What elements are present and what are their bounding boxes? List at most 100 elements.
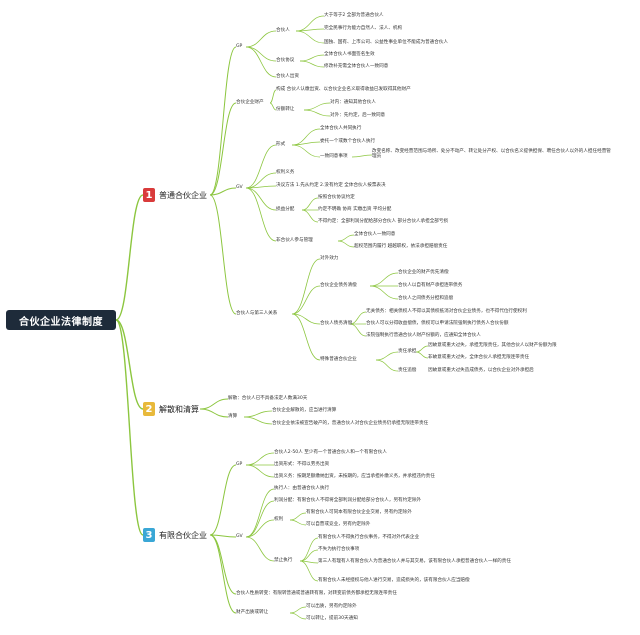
node[interactable]: 非合伙人参与管理 [276,238,313,243]
node[interactable]: 执行人：由普通合伙人执行 [274,486,330,491]
node[interactable]: 因故意或重大过失造成债务，以合伙企业对外承担后 [428,368,534,373]
node[interactable]: 合伙企业财产 [236,100,264,105]
node[interactable]: 按照合伙协议约定 [318,195,355,200]
branch-number-badge: 3 [143,528,155,542]
node[interactable]: 可以出质，另有约定除外 [306,604,357,609]
node[interactable]: 禁止执行 [274,558,293,563]
node[interactable]: 决议方法 1.先从约定 2.没有约定 全体合伙人按票表决 [276,183,386,188]
connector [245,536,275,562]
connector [209,46,237,196]
connector [245,452,275,466]
node[interactable]: 改变名称、改变经营范围与场所、处分不动产、转让处分产权、以合伙名义提供担保、聘任… [372,149,611,160]
node[interactable]: 解散：合伙人已不具备法定人数满30天 [228,396,308,401]
node[interactable]: 形式 [276,142,286,147]
node[interactable]: 合伙人 [276,28,290,33]
connector [245,187,277,242]
node[interactable]: 责任承担 [398,349,417,354]
node[interactable]: 合伙人2-50人 至少有一个普通合伙人和一个有限合伙人 [274,450,387,455]
node[interactable]: 合伙企业解散的，应当进行清算 [272,408,337,413]
node[interactable]: 有限合伙人可同本有限合伙企业交易，另有约定除外 [306,510,412,515]
node[interactable]: 一致同意事项 [320,154,348,159]
node[interactable]: 超权范围内履行 越越职权，依法承担赔偿责任 [354,244,448,249]
node[interactable]: 合伙企业债务清偿 [320,283,357,288]
connector [289,519,307,526]
node[interactable]: 特殊普通合伙企业 [320,357,357,362]
connector [295,15,325,32]
node[interactable]: 清算 [228,414,238,419]
node[interactable]: 第三人有理有人有限合伙人为普通合伙人并与其交易，该有限合伙人承担普通合伙人一样的… [318,559,511,564]
node[interactable]: 因故意或重大过失，承担无限责任，其他合伙人以财产份额为限 [428,343,557,348]
node[interactable]: 权利 [274,517,284,522]
node[interactable]: 合伙人出资 [276,74,299,79]
root-node[interactable]: 合伙企业法律制度 [6,310,116,330]
node[interactable]: 构成 合伙人认缴出资、以合伙企业名义取得收益已发取得其他财产 [276,87,411,92]
connector [115,319,144,536]
connector [245,187,277,211]
node[interactable]: 合伙人与第三人关系 [236,311,278,316]
connector [245,144,277,189]
node[interactable]: 财产出质或转让 [236,610,269,615]
connector [245,46,277,78]
node[interactable]: 合伙人之间债务分担和追偿 [398,296,454,301]
node[interactable]: 全体合伙人共同执行 [320,126,362,131]
node[interactable]: 合伙人以自有财产承担连带债务 [398,283,463,288]
node[interactable]: GV [236,185,243,190]
node[interactable]: 合伙人债务清偿 [320,321,353,326]
connector [301,209,319,223]
node[interactable]: 约定不明确 协商 实缴出资 平均分配 [318,207,392,212]
branch-number-badge: 2 [143,402,155,416]
node[interactable]: 权利义务 [276,170,295,175]
node[interactable]: 可以转让，提前30天通知 [306,616,358,621]
branch-limited-partnership[interactable]: 3 有限合伙企业 [143,527,207,543]
node[interactable]: 有限合伙人未经授权与他人进行交易，造成损失的，该有限合伙人应当赔偿 [318,578,470,583]
node[interactable]: 合伙企业的财产优先清偿 [398,270,449,275]
node[interactable]: 全体合伙人一致同意 [354,232,396,237]
connector [415,345,429,353]
node[interactable]: 委托一个或数个合伙人执行 [320,139,376,144]
node[interactable]: 利润分配：有限合伙人不得将全部利润分配给部分合伙人，另有约定除外 [274,498,422,503]
node[interactable]: 对外效力 [320,256,339,261]
node[interactable]: 不得约定：全部利润分配给部分合伙人 部分合伙人承担全部亏损 [318,219,449,224]
connector [375,351,399,361]
node[interactable]: 损益分配 [276,207,295,212]
node[interactable]: 可以自营或竞业，另有约定除外 [306,522,371,527]
node[interactable]: 大于等于2 全部为普通合伙人 [324,13,384,18]
node[interactable]: 出资义务：按期足额缴纳出资，未按期的，应当承担补缴义务，并承担违约责任 [274,474,435,479]
node[interactable]: 责任追偿 [398,368,417,373]
connector [209,194,237,315]
connector [289,512,307,521]
connector [337,240,355,248]
node[interactable]: 份额转让 [276,107,295,112]
connector [303,109,331,117]
node[interactable]: 有限合伙人不得执行合伙事务，不得对外代表企业 [318,535,420,540]
connector [415,351,429,359]
connector [199,398,229,410]
branch-general-partnership[interactable]: 1 普通合伙企业 [143,187,207,203]
connector [351,154,373,158]
connector [291,313,321,361]
node[interactable]: 合伙人性质转变：有限转普通或普通转有限，对转变前债务都承担无限连带责任 [236,591,397,596]
node[interactable]: 完全民事行为能力自然人、法人、机构 [324,26,403,31]
connector [291,285,321,315]
node[interactable]: GP [236,462,243,467]
node[interactable]: 修改补充需全体合伙人一致同意 [324,64,389,69]
connector [375,359,399,372]
connector [245,464,275,478]
branch-dissolution[interactable]: 2 解散和清算 [143,401,199,417]
node[interactable]: 合伙企业依法被宣告破产的，普通合伙人对合伙企业债务仍承担无限连带责任 [272,421,429,426]
node[interactable]: GP [236,44,243,49]
node[interactable]: 合伙人可以分得收益偿债，债权可以申请法院强制执行债务人合伙份额 [366,321,509,326]
node[interactable]: 国独、国有、上市公司、公益性事业单位不能成为普通合伙人 [324,40,449,45]
connector [289,606,307,614]
node[interactable]: 法院强制执行普通合伙人财产份额的，应通知全体合伙人 [366,333,481,338]
node[interactable]: 出资形式：不得以劳务出资 [274,462,330,467]
node[interactable]: 全体合伙人书面签名生效 [324,52,375,57]
node[interactable]: 非故意或重大过失，全体合伙人承担无限连带责任 [428,355,530,360]
node[interactable]: GV [236,534,243,539]
node[interactable]: 无关债务：相关债权人不得以其债权抵消对合伙企业债务，也不得代位行使权利 [366,309,527,314]
node[interactable]: 对外：先约定，后一致同意 [330,113,386,118]
node[interactable]: 合伙协议 [276,58,295,63]
node[interactable]: 不失为执行合伙事项 [318,547,360,552]
node[interactable]: 对内：通知其他合伙人 [330,100,376,105]
